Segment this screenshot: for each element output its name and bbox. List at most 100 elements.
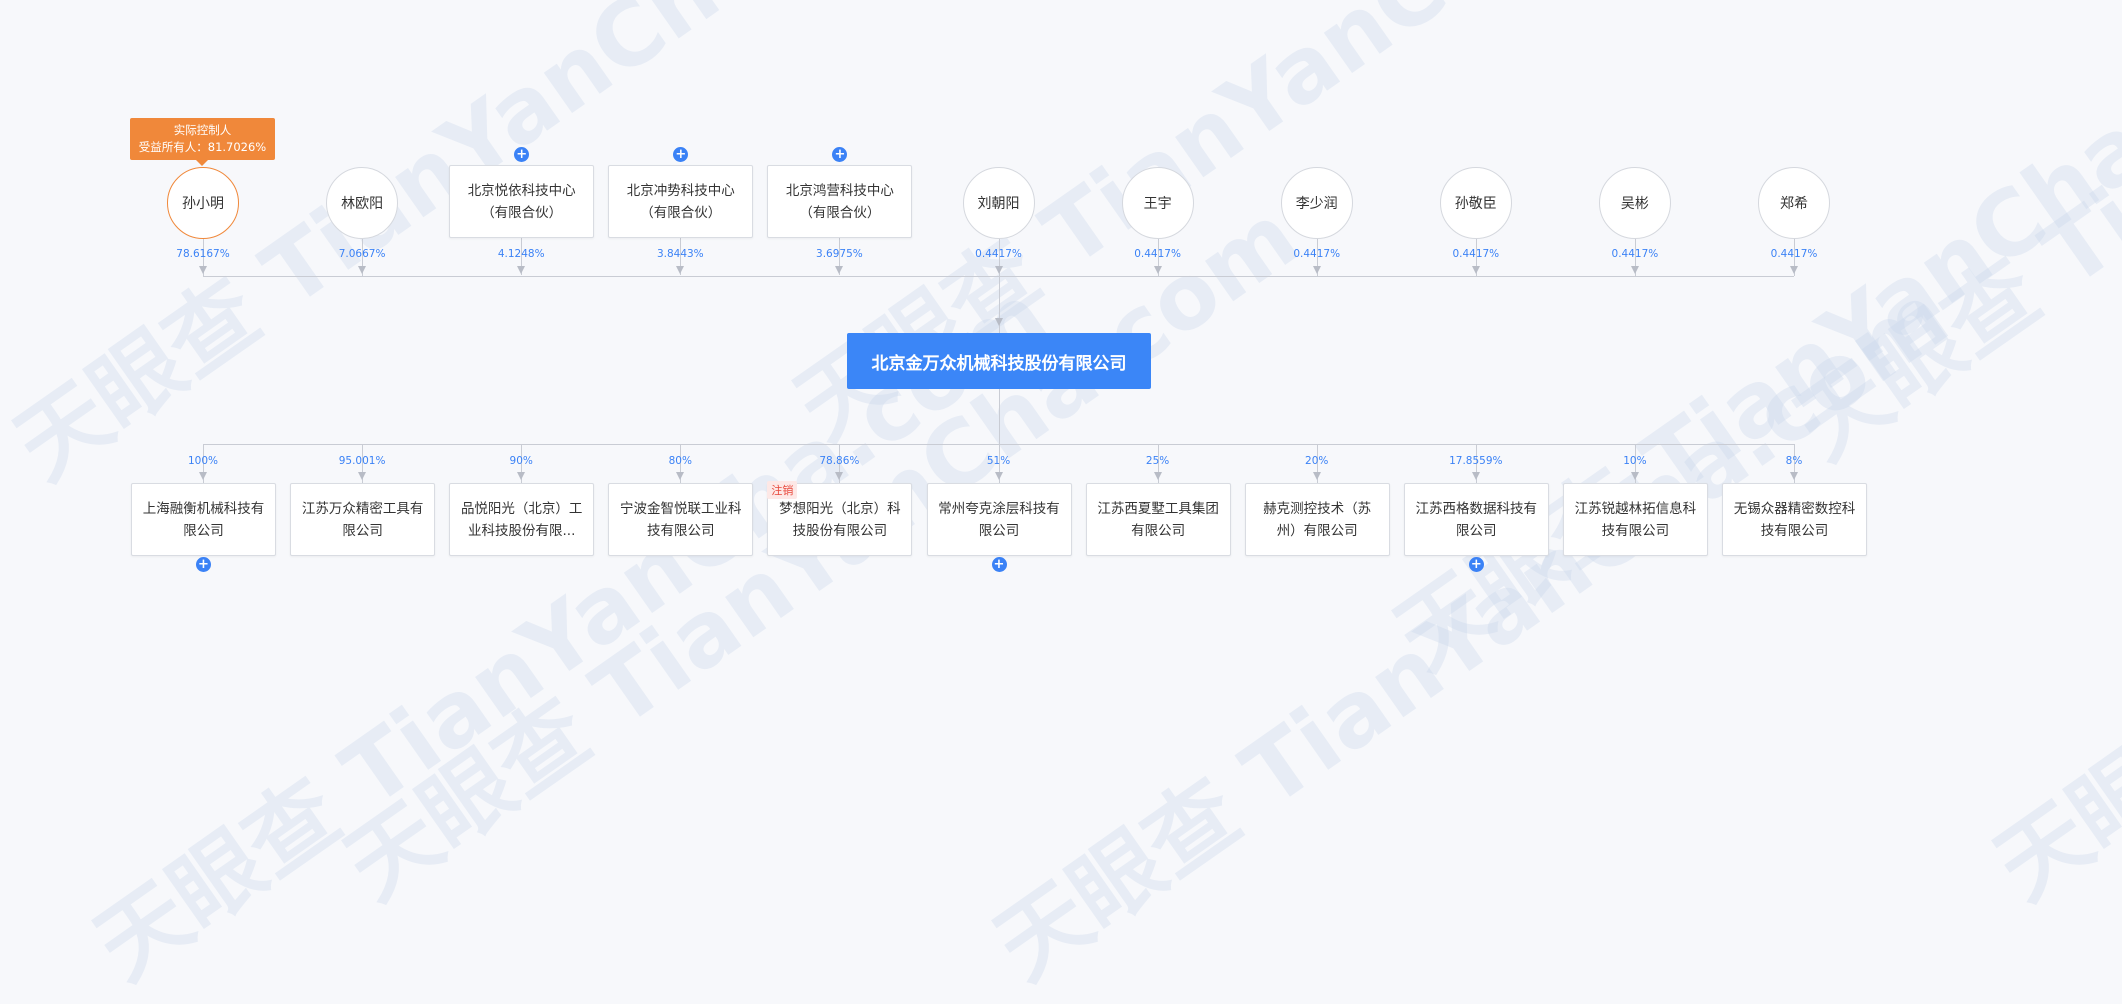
investment-company-node[interactable]: 常州夸克涂层科技有限公司 [926, 483, 1072, 556]
investment-company-node[interactable]: 江苏万众精密工具有限公司 [290, 483, 436, 556]
arrow-icon [1471, 472, 1480, 480]
shareholder-person-node[interactable]: 吴彬 [1598, 167, 1671, 239]
investment-percent: 10% [1623, 455, 1647, 467]
trunk-line-bottom [999, 389, 1000, 444]
expand-plus-icon[interactable]: + [196, 557, 211, 572]
arrow-icon [835, 266, 844, 274]
expand-plus-icon[interactable]: + [673, 147, 689, 162]
shareholder-person-node[interactable]: 郑希 [1758, 167, 1830, 239]
arrow-icon [1153, 472, 1162, 480]
arrow-icon [1630, 266, 1639, 274]
shareholding-percent: 7.0667% [338, 248, 386, 260]
shareholder-stem [1475, 239, 1477, 276]
shareholder-stem [839, 238, 841, 275]
arrow-icon [676, 472, 685, 480]
shareholding-percent: 0.4417% [1134, 248, 1181, 260]
shareholding-percent: 0.4417% [975, 248, 1022, 260]
arrow-icon [676, 266, 685, 274]
investment-percent: 80% [668, 455, 692, 467]
shareholder-stem [680, 238, 682, 275]
shareholder-stem [1157, 239, 1159, 276]
shareholder-stem [203, 239, 204, 276]
investment-stem [1475, 444, 1477, 483]
expand-plus-icon[interactable]: + [514, 147, 530, 162]
arrow-icon [835, 472, 844, 480]
shareholding-percent: 0.4417% [1770, 248, 1818, 260]
investment-percent: 78.86% [819, 455, 860, 467]
investment-stem [1316, 444, 1318, 483]
investment-stem [998, 444, 1000, 483]
shareholder-person-node[interactable]: 王宇 [1121, 167, 1194, 239]
actual-controller-tooltip: 实际控制人 受益所有人：81.7026% [130, 118, 275, 166]
shareholder-stem [1316, 239, 1318, 276]
investment-percent: 90% [509, 455, 533, 467]
shareholder-stem [998, 239, 1000, 276]
investment-company-node[interactable]: 无锡众器精密数控科技有限公司 [1722, 483, 1867, 556]
investment-company-node[interactable]: 江苏西夏墅工具集团有限公司 [1085, 483, 1231, 556]
investment-stem [1634, 444, 1636, 483]
investment-company-node[interactable]: 江苏西格数据科技有限公司 [1403, 483, 1549, 556]
arrow-icon [995, 318, 1003, 326]
arrow-icon [199, 472, 207, 480]
shareholder-stem [1794, 239, 1795, 276]
investment-percent: 51% [986, 455, 1011, 467]
shareholder-org-node[interactable]: 北京悦依科技中心（有限合伙） [449, 165, 595, 238]
shareholder-stem [521, 238, 523, 275]
arrow-icon [1790, 266, 1798, 274]
arrow-icon [994, 266, 1003, 274]
shareholder-stem [362, 239, 364, 276]
shareholding-percent: 0.4417% [1611, 248, 1659, 260]
arrow-icon [1471, 266, 1480, 274]
shareholder-person-node[interactable]: 孙敬臣 [1439, 167, 1512, 239]
shareholder-person-node[interactable]: 孙小明 [167, 167, 239, 239]
watermark: 天眼查 TianYanCha.com [1377, 0, 2122, 691]
investment-percent: 95.001% [338, 455, 386, 467]
investment-company-node[interactable]: 宁波金智悦联工业科技有限公司 [608, 483, 754, 556]
expand-plus-icon[interactable]: + [832, 147, 848, 162]
arrow-icon [994, 472, 1003, 480]
tooltip-beneficiary: 受益所有人：81.7026% [138, 140, 267, 154]
investment-stem [680, 444, 682, 483]
investment-percent: 8% [1785, 455, 1803, 467]
arrow-icon [517, 472, 526, 480]
trunk-line-top [999, 276, 1000, 333]
tooltip-title: 实际控制人 [173, 123, 232, 137]
shareholder-person-node[interactable]: 刘朝阳 [962, 167, 1035, 239]
shareholding-percent: 3.6975% [816, 248, 863, 260]
investment-company-node[interactable]: 上海融衡机械科技有限公司 [131, 483, 276, 556]
arrow-icon [1630, 472, 1639, 480]
shareholder-person-node[interactable]: 林欧阳 [326, 167, 399, 239]
arrow-icon [1153, 266, 1162, 274]
arrow-icon [358, 266, 367, 274]
arrow-icon [1312, 266, 1321, 274]
arrow-icon [199, 266, 207, 274]
investment-percent: 17.8559% [1449, 455, 1503, 467]
investment-company-node[interactable]: 江苏锐越林拓信息科技有限公司 [1562, 483, 1708, 556]
shareholder-org-node[interactable]: 北京冲势科技中心（有限合伙） [608, 165, 754, 238]
arrow-icon [358, 472, 367, 480]
shareholding-percent: 0.4417% [1452, 248, 1500, 260]
investment-company-node[interactable]: 品悦阳光（北京）工业科技股份有限... [449, 483, 595, 556]
status-badge-cancelled: 注销 [767, 481, 798, 499]
shareholding-percent: 3.8443% [656, 248, 704, 260]
arrow-icon [1790, 472, 1798, 480]
investment-percent: 20% [1305, 455, 1329, 467]
shareholder-org-node[interactable]: 北京鸿营科技中心（有限合伙） [767, 165, 913, 238]
investment-company-node[interactable]: 赫克测控技术（苏州）有限公司 [1244, 483, 1390, 556]
shareholding-percent: 78.6167% [176, 248, 230, 260]
investment-stem [839, 444, 841, 483]
investment-percent: 100% [187, 455, 219, 467]
shareholding-percent: 0.4417% [1293, 248, 1341, 260]
investment-stem [1157, 444, 1159, 483]
investment-stem [1794, 444, 1795, 483]
expand-plus-icon[interactable]: + [991, 557, 1007, 572]
shareholding-percent: 4.1248% [497, 248, 545, 260]
expand-plus-icon[interactable]: + [1468, 557, 1484, 572]
target-company-node[interactable]: 北京金万众机械科技股份有限公司 [847, 333, 1151, 389]
shareholder-person-node[interactable]: 李少润 [1280, 167, 1353, 239]
watermark: 天眼查 TianYanCha.com [1977, 184, 2122, 921]
investment-stem [362, 444, 364, 483]
arrow-icon [1312, 472, 1321, 480]
top-connector-line [203, 276, 1794, 277]
arrow-icon [517, 266, 526, 274]
